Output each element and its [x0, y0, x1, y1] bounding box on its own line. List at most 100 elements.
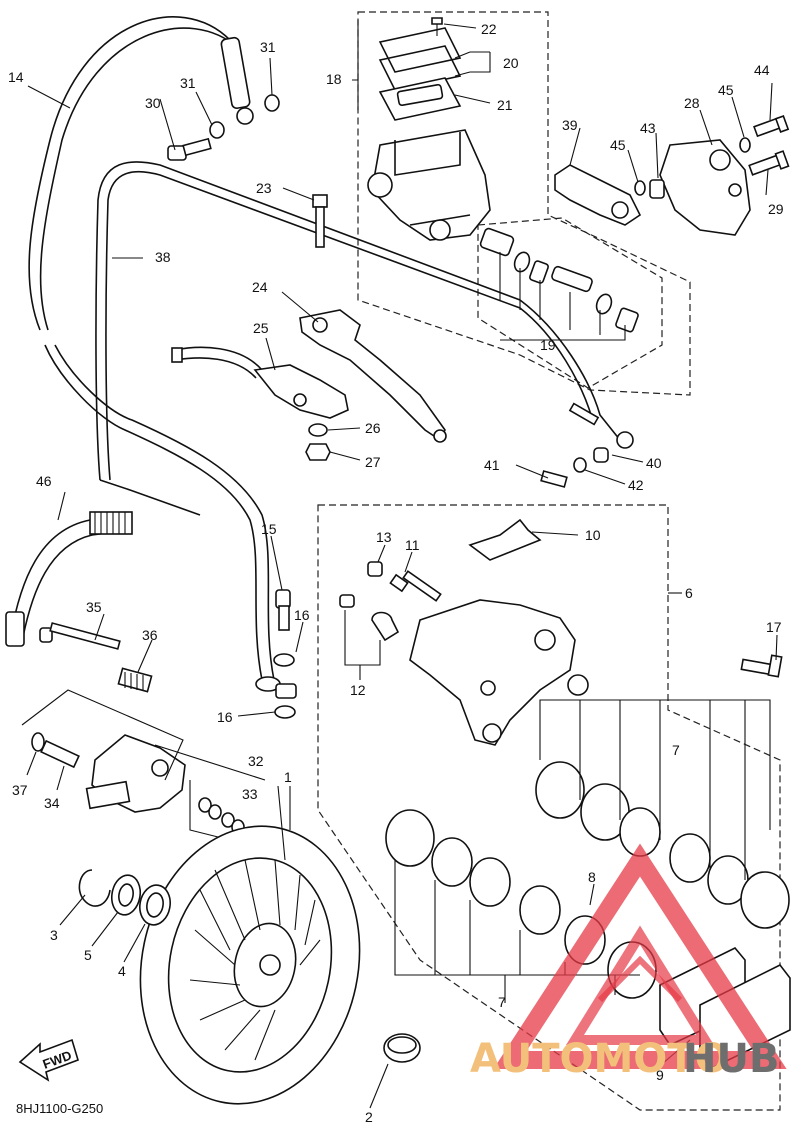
washer-45b: [739, 137, 751, 153]
callout-43: 43: [640, 120, 656, 136]
callout-4: 4: [118, 963, 126, 979]
callout-28: 28: [684, 95, 700, 111]
callout-12: 12: [350, 682, 366, 698]
washer-45a: [634, 180, 646, 196]
collar-43: [649, 179, 665, 199]
callout-15: 15: [261, 521, 277, 537]
diaphragm-21: [378, 77, 462, 121]
callout-18: 18: [326, 71, 342, 87]
callout-9: 9: [656, 1067, 664, 1083]
circlip-3: [78, 869, 111, 907]
callout-42: 42: [628, 477, 644, 493]
master-cylinder-body: [367, 129, 491, 241]
callout-45a: 45: [610, 137, 626, 153]
reservoir-cap-20: [378, 27, 462, 91]
callout-16a: 16: [294, 607, 310, 623]
union-bolt-30: [167, 137, 212, 161]
callout-leaders: [26, 20, 778, 1109]
master-cylinder-kit-outline: [477, 217, 663, 389]
caliper-bracket-32: [85, 734, 186, 813]
callout-7a: 7: [672, 742, 680, 758]
pad-spring-10: [468, 518, 542, 561]
spring-36: [117, 667, 153, 693]
callout-8: 8: [588, 869, 596, 885]
bolts-33: [198, 797, 245, 835]
callout-labels: 14 30 31 31 18 22 20 21 39 45 43 28 45 4…: [8, 21, 784, 1122]
gasket-31b: [264, 94, 280, 112]
bolt-41: [540, 470, 568, 488]
washer-26: [308, 423, 328, 437]
oil-seal-4: [139, 884, 171, 926]
fwd-arrow-icon: FWD: [18, 1038, 79, 1082]
caliper-group-outline: [317, 504, 781, 1111]
logo-text-1: AUTOMOTO: [470, 1036, 729, 1082]
washer-5: [110, 874, 142, 916]
callout-34: 34: [44, 795, 60, 811]
banjo-fitting: [275, 683, 297, 699]
lever-bracket-28: [659, 139, 751, 236]
bolt-29: [748, 150, 790, 176]
collar-2: [383, 1033, 421, 1063]
callout-36: 36: [142, 627, 158, 643]
callout-11: 11: [405, 537, 420, 553]
gasket-16a: [273, 653, 295, 667]
brake-lever-24: [299, 309, 447, 443]
pin-11: [389, 570, 442, 602]
bracket-leaders: [21, 689, 266, 841]
piston-set-7-upper: [535, 761, 790, 929]
callout-33: 33: [242, 786, 258, 802]
diagram-code: 8HJ1100-G250: [16, 1101, 103, 1116]
callout-35: 35: [86, 599, 102, 615]
hose-46: [5, 511, 133, 647]
washer-42: [573, 457, 587, 473]
callout-7b: 7: [498, 994, 506, 1010]
bleed-screw-set-12: [339, 594, 400, 666]
lever-39: [554, 164, 642, 226]
callout-41: 41: [484, 457, 500, 473]
automotohub-logo: AUTOMOTO HUB: [470, 843, 787, 1082]
union-bolt-15: [275, 589, 291, 631]
gasket-31a: [209, 121, 225, 139]
callout-24: 24: [252, 279, 268, 295]
callout-19: 19: [540, 337, 556, 353]
switch-holder-25: [253, 364, 349, 419]
callout-6: 6: [685, 585, 693, 601]
callout-46: 46: [36, 473, 52, 489]
callout-25: 25: [253, 320, 269, 336]
bolt-17: [740, 654, 783, 678]
callout-17: 17: [766, 619, 782, 635]
callout-45b: 45: [718, 82, 734, 98]
callout-21: 21: [497, 97, 513, 113]
callout-31a: 31: [180, 75, 196, 91]
shaft-35: [39, 622, 121, 650]
callout-38: 38: [155, 249, 171, 265]
callout-32: 32: [248, 753, 264, 769]
callout-14: 14: [8, 69, 24, 85]
brake-hose-25: [171, 346, 263, 379]
callout-20: 20: [503, 55, 519, 71]
callout-1: 1: [284, 769, 292, 785]
brake-hose-14: [28, 16, 281, 692]
callout-22: 22: [481, 21, 497, 37]
callout-3: 3: [50, 927, 58, 943]
pin-34: [40, 739, 80, 769]
master-cylinder-group-outline: [357, 11, 691, 396]
gasket-16b: [274, 705, 296, 719]
brake-cable-38: [95, 161, 634, 516]
screw-22: [431, 17, 443, 36]
nut-27: [305, 443, 331, 461]
piston-kit-19: [479, 227, 639, 341]
callout-30: 30: [145, 95, 161, 111]
callout-23: 23: [256, 180, 272, 196]
caliper-body: [409, 599, 589, 746]
callout-31b: 31: [260, 39, 276, 55]
callout-16b: 16: [217, 709, 233, 725]
callout-26: 26: [365, 420, 381, 436]
washer-37: [31, 732, 45, 752]
collar-40: [593, 447, 609, 463]
callout-10: 10: [585, 527, 601, 543]
callout-40: 40: [646, 455, 662, 471]
callout-27: 27: [365, 454, 381, 470]
callout-5: 5: [84, 947, 92, 963]
